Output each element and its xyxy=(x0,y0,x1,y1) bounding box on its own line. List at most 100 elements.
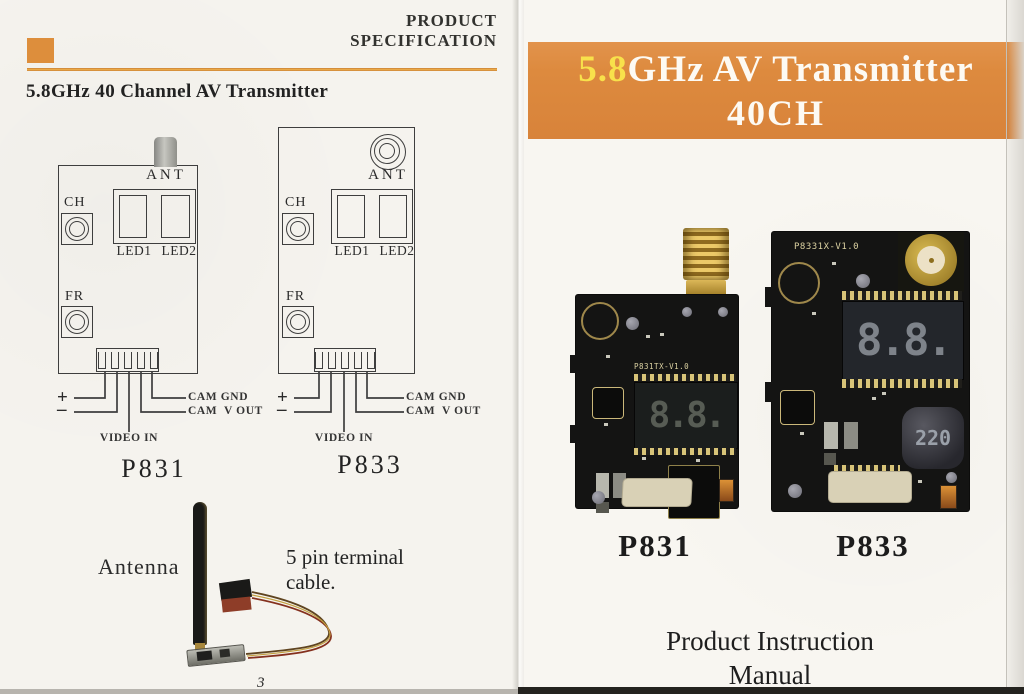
p833-cam-vout-label: CAM V OUT xyxy=(406,405,481,417)
p831-display-pads-top xyxy=(634,374,736,381)
p833-fr-button xyxy=(282,306,314,338)
cover-footer-line1: Product Instruction xyxy=(666,626,874,656)
p833-component-speck xyxy=(832,262,836,265)
section-title: 5.8GHz 40 Channel AV Transmitter xyxy=(26,81,329,102)
p831-plus-label: + xyxy=(57,387,68,408)
cover-footer-line2: Manual xyxy=(728,660,812,690)
accent-rule xyxy=(27,68,497,71)
p831-ch-label: CH xyxy=(64,195,86,210)
p833-sma-ring3 xyxy=(379,143,395,159)
scan-bottom-edge-left xyxy=(0,689,518,694)
scan-bottom-edge-right xyxy=(518,687,1024,694)
cover-title-rest: GHz AV Transmitter xyxy=(627,49,974,90)
cable-wires xyxy=(245,591,332,659)
p831-fr-button-ring xyxy=(65,310,89,334)
p833-edge-tab xyxy=(765,382,772,402)
p833-pin-slot xyxy=(367,352,375,369)
p833-pin-slot xyxy=(341,352,349,369)
p831-ch-button xyxy=(61,213,93,245)
module-chip2 xyxy=(219,648,231,658)
p831-socket xyxy=(621,478,693,507)
p831-pin-slot xyxy=(136,352,145,369)
p833-cam-gnd-label: CAM GND xyxy=(406,391,467,403)
p833-capacitor xyxy=(824,422,838,449)
p833-led-box xyxy=(331,189,413,244)
cable-label-line2: cable. xyxy=(286,570,336,594)
p833-screw-hole xyxy=(788,484,802,498)
p831-board-outline xyxy=(58,165,198,374)
p833-inductor-label: 220 xyxy=(914,426,952,450)
p833-minus-label: – xyxy=(277,399,287,420)
p833-component-speck xyxy=(872,397,876,400)
p833-pin-connector xyxy=(314,348,376,372)
p833-pin-slot xyxy=(354,352,362,369)
p831-component-speck xyxy=(604,423,608,426)
p831-cam-gnd-label: CAM GND xyxy=(188,391,249,403)
p833-display-pads-bottom xyxy=(842,379,962,388)
p831-sma-threads xyxy=(683,228,729,280)
p831-photo: P831TX-V1.0 8.8. xyxy=(570,295,738,519)
p833-socket xyxy=(828,471,912,503)
p831-pin-connector xyxy=(96,348,159,372)
p831-ch-button-ring xyxy=(65,217,89,241)
p831-photo-caption: P831 xyxy=(618,528,692,563)
p833-component-speck xyxy=(918,480,922,483)
p833-led-component xyxy=(940,485,957,509)
p833-channel-display: 8.8. xyxy=(842,301,964,380)
p833-pin-slot xyxy=(328,352,336,369)
p831-silkscreen: P831TX-V1.0 xyxy=(634,362,690,371)
p833-wiring xyxy=(294,372,404,432)
p833-edge-tab xyxy=(765,287,772,307)
p831-component-speck xyxy=(642,457,646,460)
p833-fr-button-ring xyxy=(286,310,310,334)
p831-minus-label: – xyxy=(57,399,67,420)
p833-led1-label: LED1 xyxy=(334,243,370,258)
p833-ant-label: ANT xyxy=(368,167,408,183)
page-title-line2: SPECIFICATION xyxy=(350,31,497,50)
p833-mount-ring xyxy=(778,262,820,304)
accent-square xyxy=(27,38,54,63)
page-number: 3 xyxy=(257,675,265,691)
p831-caption: P831 xyxy=(121,454,187,483)
p831-led1-label: LED1 xyxy=(116,243,152,258)
p833-fr-label: FR xyxy=(286,289,306,304)
antenna-image xyxy=(193,502,207,645)
module-chip xyxy=(196,650,213,661)
p833-component-speck xyxy=(800,432,804,435)
p831-component-speck xyxy=(696,459,700,462)
p833-silkscreen: P8331X-V1.0 xyxy=(794,242,860,252)
page-title: PRODUCT SPECIFICATION xyxy=(250,11,497,51)
p833-photo: P8331X-V1.0 8.8. 220 xyxy=(765,232,969,511)
p833-pin-slot xyxy=(315,352,323,369)
p831-component-speck xyxy=(660,333,664,336)
p833-plus-label: + xyxy=(277,387,288,408)
p831-led-box xyxy=(113,189,196,244)
p831-led2 xyxy=(161,195,190,238)
p831-pin-slot xyxy=(110,352,119,369)
p831-component-speck xyxy=(646,335,650,338)
p833-capacitor xyxy=(844,422,858,449)
p831-bolt-left xyxy=(682,307,692,317)
p831-edge-tab xyxy=(570,355,576,373)
p831-antenna-stub xyxy=(154,137,177,167)
p831-cam-vout-label: CAM V OUT xyxy=(188,405,263,417)
p831-capacitor xyxy=(596,502,609,513)
p833-display-digits: 8.8. xyxy=(856,315,953,366)
cover-title-line2: 40CH xyxy=(727,93,825,133)
cover-footer: Product Instruction Manual xyxy=(540,624,1000,692)
p833-photo-caption: P833 xyxy=(836,528,910,563)
p831-led1 xyxy=(119,195,147,238)
p833-component-speck xyxy=(882,392,886,395)
cable-label-line1: 5 pin terminal xyxy=(286,545,404,569)
p833-fr-button-inner-ring xyxy=(290,314,306,330)
p833-socket-pins xyxy=(834,465,900,471)
page-title-line1: PRODUCT xyxy=(405,11,497,30)
cover-title-line1: 5.8GHz AV Transmitter xyxy=(578,47,973,92)
p833-ch-button-ring xyxy=(286,217,310,241)
cover-title-highlight: 5.8 xyxy=(578,49,628,90)
scan-right-edge xyxy=(1006,0,1024,694)
p831-led2-label: LED2 xyxy=(161,243,197,258)
p833-caption: P833 xyxy=(337,450,403,479)
p833-screw-hole xyxy=(856,274,870,288)
p833-ch-button-inner-ring xyxy=(290,221,306,237)
